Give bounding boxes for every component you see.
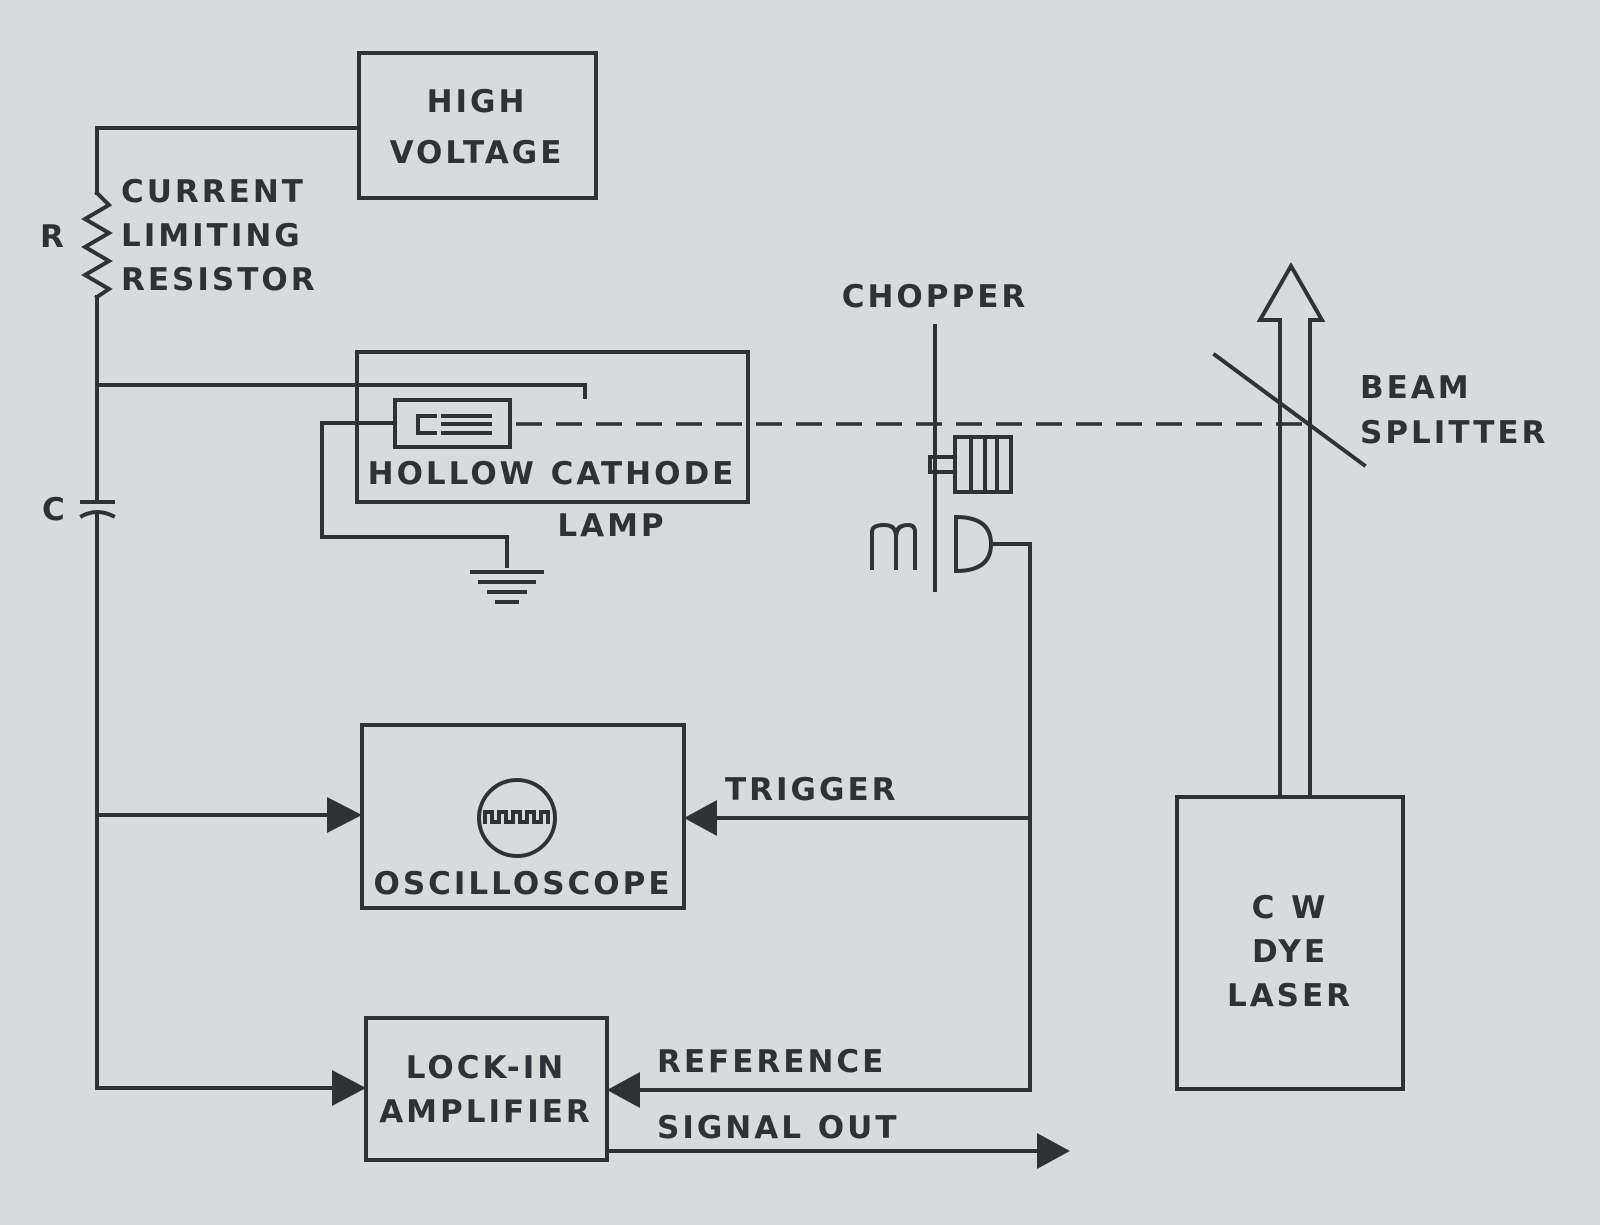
photodetector-symbol	[953, 514, 994, 574]
ground-lead-wire	[320, 421, 509, 568]
signal-out-label: SIGNAL OUT	[657, 1110, 899, 1146]
high-voltage-wire	[95, 126, 361, 195]
cw-dye-laser-box	[1175, 795, 1405, 1091]
lock-in-label-line1: LOCK-IN	[406, 1050, 566, 1086]
high-voltage-label-line1: HIGH	[427, 84, 528, 120]
chopper-motor-coils	[969, 435, 999, 494]
anode-lead-wire	[95, 383, 587, 399]
trigger-input-arrow	[684, 800, 717, 836]
chopper-label: CHOPPER	[842, 279, 1029, 315]
laser-label-line2: DYE	[1252, 934, 1328, 970]
laser-label-line1: C W	[1252, 890, 1329, 926]
lock-in-input-arrow	[332, 1070, 366, 1106]
resistor-desc-line1: CURRENT	[121, 174, 306, 210]
lock-in-label-line2: AMPLIFIER	[379, 1094, 593, 1130]
oscilloscope-box	[360, 723, 686, 910]
oscilloscope-label: OSCILLOSCOPE	[373, 866, 672, 902]
reference-label: REFERENCE	[657, 1044, 886, 1080]
motor-symbol	[870, 522, 917, 570]
laser-beam-arrow	[1256, 261, 1326, 797]
reference-signal-wire	[989, 542, 1032, 1092]
hollow-cathode-label: HOLLOW CATHODE	[368, 456, 737, 492]
high-voltage-box	[357, 51, 598, 200]
signal-out-arrow	[1037, 1133, 1070, 1169]
resistor-symbol	[81, 190, 113, 300]
hollow-cathode-lamp-box	[355, 350, 750, 504]
laser-label-line3: LASER	[1227, 978, 1353, 1014]
resistor-desc-line3: RESISTOR	[121, 262, 318, 298]
beam-splitter-label-line1: BEAM	[1360, 370, 1472, 406]
reference-input-arrow	[607, 1072, 640, 1108]
chopper-shaft	[928, 455, 957, 474]
lock-in-amplifier-box	[364, 1016, 609, 1162]
beam-splitter-label-line2: SPLITTER	[1360, 415, 1548, 451]
cathode-inner-symbol	[416, 414, 492, 435]
trigger-label: TRIGGER	[725, 772, 899, 808]
oscilloscope-screen-icon	[477, 778, 557, 858]
capacitor-symbol-label: C	[42, 492, 68, 528]
resistor-symbol-label: R	[40, 219, 67, 255]
beam-splitter	[1212, 352, 1367, 468]
square-wave-trace	[483, 810, 550, 824]
ground-symbol	[470, 570, 544, 604]
resistor-desc-line2: LIMITING	[121, 218, 303, 254]
lamp-label: LAMP	[557, 508, 666, 544]
oscilloscope-input-arrow	[327, 797, 362, 833]
high-voltage-label-line2: VOLTAGE	[390, 135, 565, 171]
